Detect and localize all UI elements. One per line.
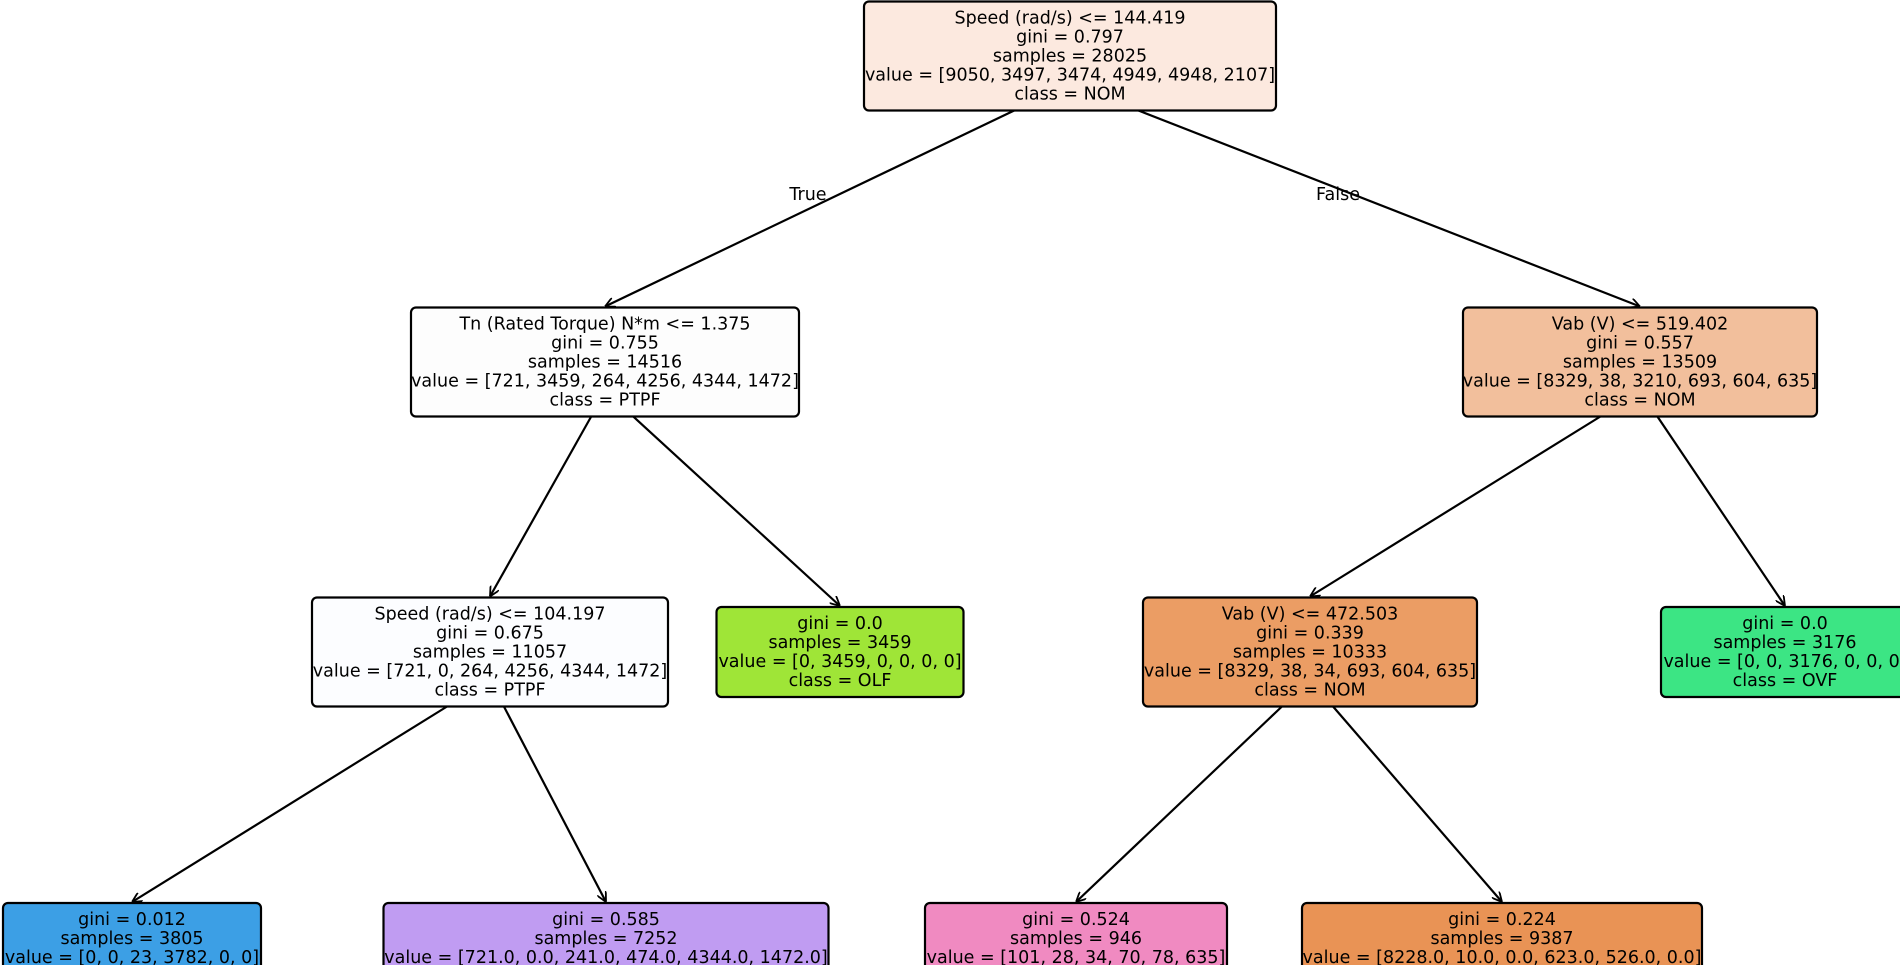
edge-label-false: False: [1316, 185, 1360, 205]
node-text-line: value = [8228.0, 10.0, 0.0, 623.0, 526.0…: [1303, 948, 1702, 965]
node-text-line: class = NOM: [1014, 85, 1125, 105]
node-text-line: samples = 10333: [1233, 643, 1387, 663]
node-text-line: Speed (rad/s) <= 144.419: [955, 9, 1186, 29]
node-text-line: class = OVF: [1733, 671, 1838, 691]
node-text-line: samples = 3805: [60, 929, 203, 949]
node-box: [1141, 596, 1479, 708]
node-text-line: samples = 9387: [1430, 929, 1573, 949]
node-text-line: value = [8329, 38, 3210, 693, 604, 635]: [1463, 372, 1817, 392]
node-box: [1300, 901, 1704, 965]
edge-n5-n9: [1076, 705, 1283, 903]
node-text-line: Vab (V) <= 519.402: [1552, 315, 1728, 335]
edge-n1-n4: [632, 415, 840, 607]
node-text-line: gini = 0.012: [78, 910, 186, 930]
edge-n3-n8: [502, 705, 607, 903]
edge-n2-n6: [1656, 415, 1785, 607]
node-text-line: value = [8329, 38, 34, 693, 604, 635]: [1144, 662, 1476, 682]
node-text-line: Speed (rad/s) <= 104.197: [375, 605, 606, 625]
node-box: [1659, 605, 1900, 699]
node-text-line: samples = 946: [1010, 929, 1142, 949]
node-text-line: value = [101, 28, 34, 70, 78, 635]: [927, 948, 1226, 965]
edge-root-n1: [605, 109, 1015, 307]
node-box: [310, 596, 670, 708]
node-text-line: gini = 0.675: [436, 624, 544, 644]
node-text-line: class = PTPF: [549, 391, 660, 411]
node-text-line: samples = 13509: [1563, 353, 1717, 373]
edge-n1-n3: [490, 415, 593, 597]
node-text-line: value = [9050, 3497, 3474, 4949, 4948, 2…: [865, 66, 1275, 86]
edges-layer: True False: [132, 109, 1785, 903]
node-text-line: samples = 3176: [1713, 633, 1856, 653]
edge-n2-n5: [1310, 415, 1601, 597]
node-text-line: class = NOM: [1254, 681, 1365, 701]
node-text-line: class = PTPF: [434, 681, 545, 701]
node-text-line: value = [721, 0, 264, 4256, 4344, 1472]: [313, 662, 667, 682]
node-text-line: gini = 0.339: [1256, 624, 1364, 644]
edge-n5-n10: [1332, 705, 1502, 903]
node-text-line: samples = 11057: [413, 643, 567, 663]
node-text-line: Tn (Rated Torque) N*m <= 1.375: [458, 315, 750, 335]
node-text-line: samples = 3459: [768, 633, 911, 653]
node-text-line: value = [0, 3459, 0, 0, 0, 0]: [718, 652, 961, 672]
node-text-line: gini = 0.755: [551, 334, 659, 354]
edge-root-n2: [1137, 109, 1640, 307]
node-box: [1, 901, 263, 965]
node-text-line: gini = 0.557: [1586, 334, 1694, 354]
node-box: [715, 605, 965, 699]
node-text-line: class = NOM: [1584, 391, 1695, 411]
node-text-line: gini = 0.797: [1016, 28, 1124, 48]
node-text-line: gini = 0.0: [1742, 614, 1828, 634]
node-text-line: value = [721.0, 0.0, 241.0, 474.0, 4344.…: [384, 948, 827, 965]
node-box: [1461, 306, 1819, 418]
node-text-line: value = [0, 0, 3176, 0, 0, 0]: [1663, 652, 1900, 672]
edge-label-true: True: [788, 185, 826, 205]
node-box: [862, 0, 1278, 112]
edge-n3-n7: [132, 705, 448, 903]
node-box: [382, 901, 830, 965]
node-text-line: samples = 28025: [993, 47, 1147, 67]
node-text-line: gini = 0.0: [797, 614, 883, 634]
node-text-line: gini = 0.585: [552, 910, 660, 930]
node-text-line: samples = 14516: [528, 353, 682, 373]
node-text-line: class = OLF: [789, 671, 892, 691]
node-box: [409, 306, 801, 418]
node-text-line: Vab (V) <= 472.503: [1222, 605, 1398, 625]
node-text-line: samples = 7252: [534, 929, 677, 949]
node-text-line: gini = 0.224: [1448, 910, 1556, 930]
node-box: [923, 901, 1229, 965]
node-text-line: value = [0, 0, 23, 3782, 0, 0]: [5, 948, 259, 965]
node-text-line: value = [721, 3459, 264, 4256, 4344, 147…: [411, 372, 799, 392]
node-text-line: gini = 0.524: [1022, 910, 1130, 930]
